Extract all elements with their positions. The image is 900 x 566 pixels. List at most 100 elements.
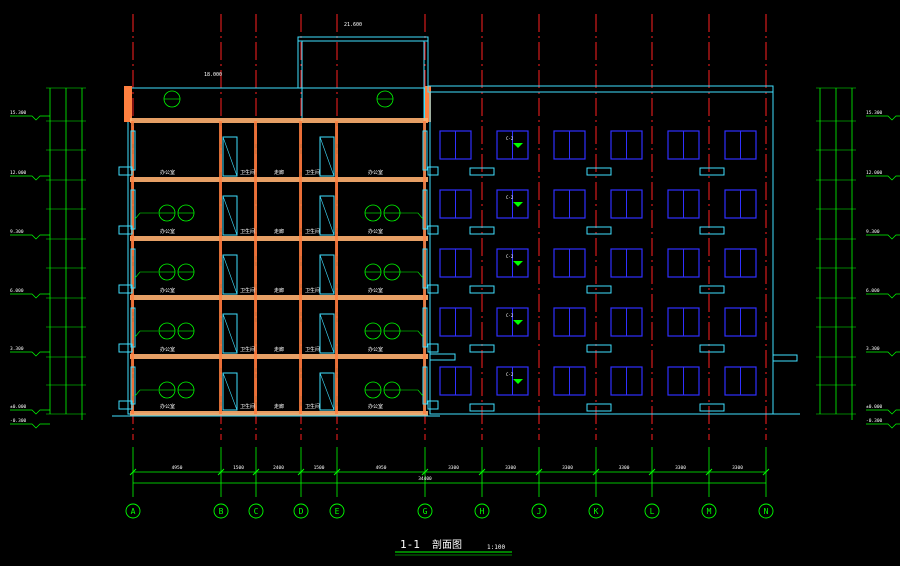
elev-mark-right-4 xyxy=(866,351,900,357)
window-left-4 xyxy=(130,130,136,171)
elev-label-left-6: -0.300 xyxy=(10,418,27,424)
dim-tick-3 xyxy=(297,468,305,476)
elev-mark-left-2 xyxy=(10,234,50,240)
balcony-right-1 xyxy=(427,343,439,353)
room-label-office-r-1: 办公室 xyxy=(368,346,383,353)
door-swing-3-0 xyxy=(222,195,238,236)
dim-segment-10: 3300 xyxy=(732,465,743,471)
dim-total: 34400 xyxy=(418,476,432,482)
axis-bubble-H xyxy=(474,503,490,519)
axis-bubble-label-K: K xyxy=(594,507,599,516)
elev-label-right-0: 15.300 xyxy=(866,110,883,116)
axis-bubble-B xyxy=(213,503,229,519)
door-swing-1-1 xyxy=(319,313,335,354)
dim-tick-4 xyxy=(333,468,341,476)
door-swing-0-0 xyxy=(222,372,238,411)
room-label-toilet-l-1: 卫生间 xyxy=(240,346,255,353)
facade-railing-2-2 xyxy=(699,285,725,294)
dim-segment-9: 3300 xyxy=(675,465,686,471)
window-tag-marker-1 xyxy=(513,202,523,207)
axis-bubble-D xyxy=(293,503,309,519)
dim-tick-11 xyxy=(762,468,770,476)
dim-tick-2 xyxy=(252,468,260,476)
roof-elevation: 18.000 xyxy=(204,72,222,78)
axis-bubble-E xyxy=(329,503,345,519)
dim-tick-8 xyxy=(592,468,600,476)
wall-5 xyxy=(423,121,426,414)
door-swing-1-0 xyxy=(222,313,238,354)
floor-slab-5 xyxy=(130,118,428,123)
dim-tick-10 xyxy=(705,468,713,476)
canopy-right xyxy=(772,354,798,362)
axis-bubble-M xyxy=(701,503,717,519)
window-left-2 xyxy=(130,248,136,289)
roof-stair-elevation: 21.600 xyxy=(344,22,362,28)
facade-layer: C-2C-2C-2C-2C-2 xyxy=(427,85,800,415)
callout-leader-l-3 xyxy=(134,212,158,220)
window-right-2 xyxy=(422,248,428,289)
dim-segment-1: 1500 xyxy=(233,465,244,471)
elev-label-left-2: 9.300 xyxy=(10,229,24,235)
dim-segment-2: 2400 xyxy=(273,465,284,471)
axis-bubble-label-E: E xyxy=(335,507,340,516)
window-tag-4: C-2 xyxy=(506,372,514,377)
door-2-0 xyxy=(222,254,238,295)
building-section-layer xyxy=(112,36,456,417)
window-left-3 xyxy=(130,189,136,230)
facade-railing-3-0 xyxy=(469,344,495,353)
door-1-0 xyxy=(222,313,238,354)
window-tag-marker-4 xyxy=(513,379,523,384)
dim-tick-5 xyxy=(421,468,429,476)
axis-bubble-label-N: N xyxy=(764,507,769,516)
elev-mark-left-0 xyxy=(10,115,50,121)
room-label-office-l-0: 办公室 xyxy=(160,403,175,410)
elev-mark-right-0 xyxy=(866,115,900,121)
axis-bubble-label-G: G xyxy=(423,507,428,516)
door-3-0 xyxy=(222,195,238,236)
callout-leader-r-3 xyxy=(400,212,424,220)
balcony-left-3 xyxy=(118,225,133,235)
callout-leader-l-1 xyxy=(134,330,158,338)
facade-railing-0-2 xyxy=(699,167,725,176)
elev-mark-left-6 xyxy=(10,423,50,429)
room-label-toilet-r-4: 卫生间 xyxy=(305,169,320,176)
callout-leader-r-0 xyxy=(400,389,424,397)
facade-railing-3-2 xyxy=(699,344,725,353)
room-label-toilet-l-0: 卫生间 xyxy=(240,403,255,410)
room-label-toilet-l-4: 卫生间 xyxy=(240,169,255,176)
balcony-left-1 xyxy=(118,343,133,353)
section-label: 1-1 xyxy=(400,538,420,551)
axis-bubble-C xyxy=(248,503,264,519)
room-label-office-l-2: 办公室 xyxy=(160,287,175,294)
axis-bubble-J xyxy=(531,503,547,519)
room-label-corridor-2: 走廊 xyxy=(274,287,284,294)
facade-railing-1-2 xyxy=(699,226,725,235)
canopy-left xyxy=(429,353,456,361)
window-right-0 xyxy=(422,366,428,405)
room-label-toilet-r-1: 卫生间 xyxy=(305,346,320,353)
elev-label-right-4: 3.300 xyxy=(866,346,880,352)
door-swing-3-1 xyxy=(319,195,335,236)
callout-leader-l-2 xyxy=(134,271,158,279)
facade-railing-4-1 xyxy=(586,403,612,412)
stair-tower-outline xyxy=(297,36,429,89)
window-tag-3: C-2 xyxy=(506,313,514,318)
facade-railing-4-2 xyxy=(699,403,725,412)
room-label-corridor-3: 走廊 xyxy=(274,228,284,235)
floor-slab-2 xyxy=(130,295,428,300)
window-tag-marker-2 xyxy=(513,261,523,266)
door-0-1 xyxy=(319,372,335,411)
facade-railing-3-1 xyxy=(586,344,612,353)
floor-slab-0 xyxy=(130,411,428,416)
door-1-1 xyxy=(319,313,335,354)
door-0-0 xyxy=(222,372,238,411)
room-label-toilet-l-3: 卫生间 xyxy=(240,228,255,235)
facade-railing-0-1 xyxy=(586,167,612,176)
balcony-left-4 xyxy=(118,166,133,176)
axis-bubble-label-A: A xyxy=(131,507,136,516)
wall-3 xyxy=(299,121,302,414)
door-swing-4-0 xyxy=(222,136,238,177)
